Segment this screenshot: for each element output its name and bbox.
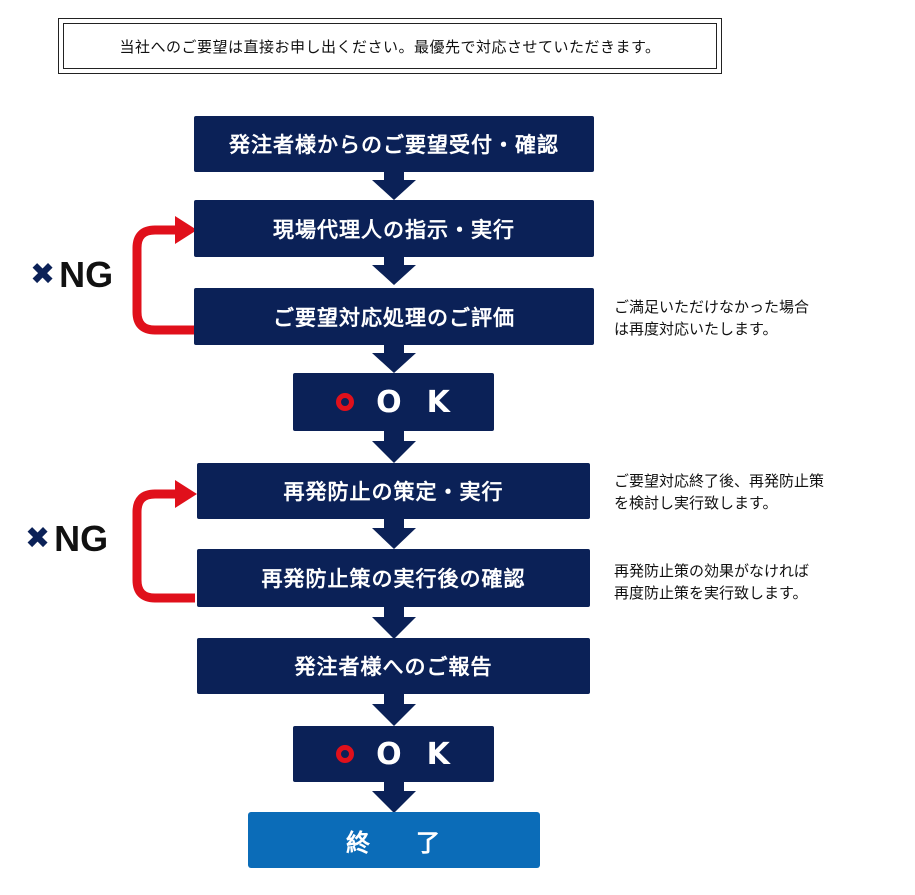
arrow-down-icon <box>372 431 416 463</box>
arrow-down-icon <box>372 172 416 200</box>
step-evaluation: ご要望対応処理のご評価 <box>194 288 594 345</box>
ok-letter-k: K <box>426 736 451 772</box>
ok-box: O K <box>293 726 494 782</box>
step-site-agent-instruction: 現場代理人の指示・実行 <box>194 200 594 257</box>
step-prevention-plan: 再発防止の策定・実行 <box>197 463 590 519</box>
ok-letter-k: K <box>426 384 451 420</box>
arrow-down-icon <box>372 781 416 813</box>
x-mark-icon: ✖ <box>25 521 51 556</box>
note-prevention: ご要望対応終了後、再発防止策 を検討し実行致します。 <box>614 472 825 512</box>
step-request-receipt: 発注者様からのご要望受付・確認 <box>194 116 594 172</box>
ok-circle-icon <box>336 745 355 763</box>
arrow-down-icon <box>372 519 416 549</box>
ok-circle-icon <box>336 393 355 411</box>
arrow-down-icon <box>372 607 416 639</box>
end-char-1: 終 <box>346 828 372 857</box>
note-effect: 再発防止策の効果がなければ 再度防止策を実行致します。 <box>614 562 810 602</box>
ng-text: NG <box>54 518 109 559</box>
note-satisfaction: ご満足いただけなかった場合 は再度対応いたします。 <box>614 298 810 338</box>
arrow-down-icon <box>372 694 416 726</box>
step-report: 発注者様へのご報告 <box>197 638 590 694</box>
notice-text: 当社へのご要望は直接お申し出ください。最優先で対応させていただきます。 <box>63 23 717 69</box>
ok-letter-o: O <box>376 736 403 772</box>
end-box: 終 了 <box>248 812 540 868</box>
x-mark-icon: ✖ <box>30 257 56 292</box>
end-char-2: 了 <box>416 828 442 857</box>
ng-label: ✖ NG <box>25 518 108 560</box>
loop-arrow-icon <box>132 480 197 603</box>
ng-label: ✖ NG <box>30 254 113 296</box>
step-prevention-confirm: 再発防止策の実行後の確認 <box>197 549 590 607</box>
ok-box: O K <box>293 373 494 431</box>
loop-arrow-icon <box>132 216 197 335</box>
arrow-down-icon <box>372 345 416 373</box>
ok-letter-o: O <box>376 384 403 420</box>
ng-text: NG <box>59 254 114 295</box>
arrow-down-icon <box>372 257 416 285</box>
notice-box: 当社へのご要望は直接お申し出ください。最優先で対応させていただきます。 <box>58 18 722 74</box>
